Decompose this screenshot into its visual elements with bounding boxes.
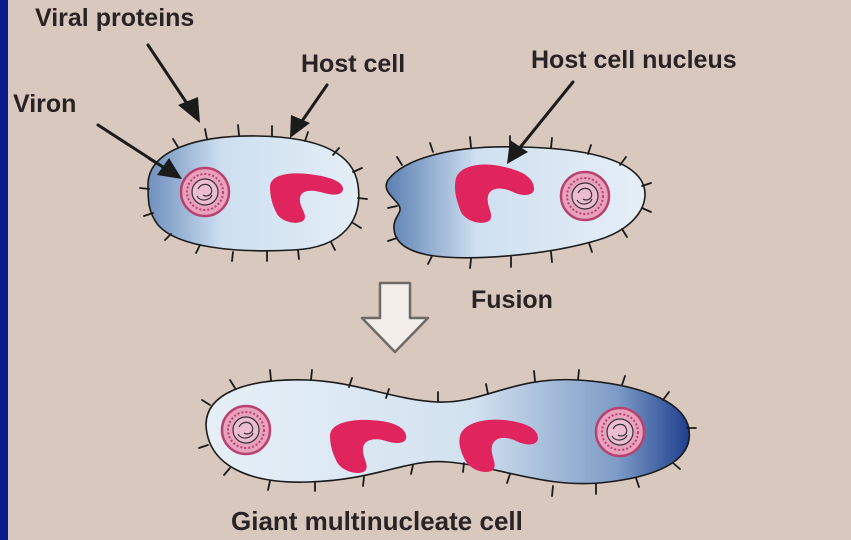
diagram-svg xyxy=(8,0,851,540)
label-host-cell: Host cell xyxy=(301,50,405,79)
arrow-viral-proteins xyxy=(148,45,200,123)
virion xyxy=(596,408,644,456)
virion xyxy=(222,406,270,454)
virion xyxy=(181,168,229,216)
giant-multinucleate-cell xyxy=(199,370,696,496)
down-arrow-icon xyxy=(362,283,428,352)
label-viron: Viron xyxy=(13,90,76,119)
label-viral-proteins: Viral proteins xyxy=(35,4,194,33)
virion xyxy=(561,172,609,220)
label-host-cell-nucleus: Host cell nucleus xyxy=(531,46,737,75)
label-giant-multinucleate-cell: Giant multinucleate cell xyxy=(231,506,523,537)
host-cell-left xyxy=(140,125,367,261)
arrow-host-cell xyxy=(290,85,327,138)
diagram-canvas: Viral proteins Host cell Host cell nucle… xyxy=(8,0,851,540)
label-fusion: Fusion xyxy=(471,286,553,315)
